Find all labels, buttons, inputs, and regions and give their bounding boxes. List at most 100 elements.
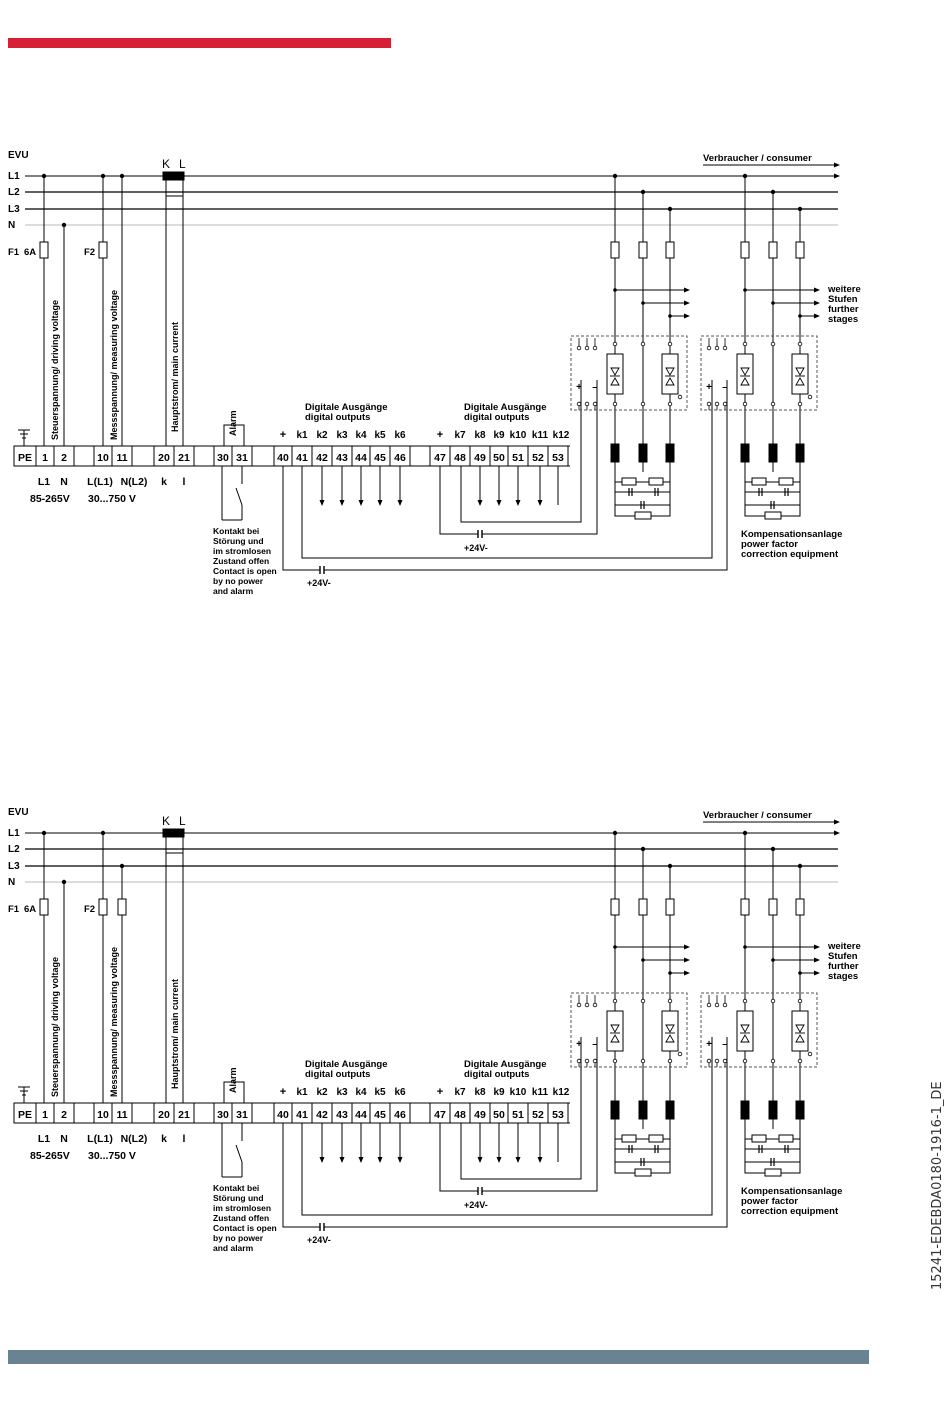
- further-stages-line: weitere: [827, 941, 861, 952]
- line-label-L1: L1: [8, 171, 20, 182]
- unit-resistor: [621, 477, 637, 486]
- terminal-label: 42: [316, 452, 328, 464]
- output-k9: k9: [493, 1087, 505, 1098]
- terminal-21: [173, 445, 195, 467]
- terminal-label: 51: [512, 1109, 524, 1121]
- terminal-label: 30: [217, 452, 229, 464]
- fuse1-rating: 6A: [24, 904, 36, 915]
- terminal-label: 52: [532, 452, 544, 464]
- unit-reactor: [740, 1100, 750, 1120]
- output-k9: k9: [493, 430, 505, 441]
- fuse2-label: F2: [84, 247, 95, 258]
- equipment-line: correction equipment: [741, 1206, 839, 1217]
- thyristor-switch: [736, 1010, 754, 1052]
- driving-voltage-label: Steuerspannung/ driving voltage: [50, 300, 60, 440]
- unit-plus: +: [706, 382, 712, 393]
- contact-note-line: Contact is open: [213, 566, 277, 576]
- digital-title-b: Digitale Ausgänge: [464, 1059, 547, 1070]
- terminal-11: [111, 445, 133, 467]
- terminal-label: 47: [434, 452, 446, 464]
- compensation-unit-2: +–: [700, 173, 820, 520]
- ct-l-label: L: [179, 157, 186, 171]
- terminal-label: 10: [97, 452, 109, 464]
- terminal-2: [53, 445, 75, 467]
- output-k5: k5: [374, 430, 386, 441]
- output-k7: k7: [454, 1087, 466, 1098]
- terminal-label: 20: [158, 452, 170, 464]
- terminal-label: 11: [116, 1109, 127, 1121]
- unit-reactor: [665, 443, 675, 463]
- fuse-f2: [98, 241, 108, 259]
- terminal-label: PE: [18, 452, 32, 464]
- unit-fuse: [638, 898, 648, 916]
- unit-reactor: [638, 1100, 648, 1120]
- output-k12: k12: [553, 1087, 570, 1098]
- current-transformer: [162, 171, 185, 181]
- terminal-label: 43: [336, 1109, 348, 1121]
- unit-fuse: [610, 898, 620, 916]
- terminal-label: 45: [374, 1109, 386, 1121]
- plus-a: +: [280, 429, 286, 441]
- v24-label-a: +24V-: [307, 578, 331, 588]
- unit-enclosure: [570, 992, 688, 1068]
- unit-minus: –: [592, 382, 598, 393]
- unit-reactor: [768, 443, 778, 463]
- compensation-unit-1: +–: [570, 830, 690, 1177]
- unit-fuse: [665, 241, 675, 259]
- terminal-label: 49: [474, 452, 486, 464]
- terminal-label: 51: [512, 452, 524, 464]
- output-k10: k10: [510, 430, 527, 441]
- terminal-label: 21: [178, 452, 190, 464]
- document-id: 15241-EDEBDA0180-1916-1_DE: [930, 1081, 945, 1290]
- terminal-label: 50: [493, 452, 505, 464]
- unit-resistor: [778, 1134, 794, 1143]
- driving-range: 85-265V: [30, 1150, 70, 1162]
- digital-subtitle-b: digital outputs: [464, 1069, 529, 1080]
- measuring-range: 30...750 V: [88, 493, 136, 505]
- line-label-L2: L2: [8, 844, 20, 855]
- sub-ll1: L(L1): [87, 1133, 113, 1145]
- terminal-label: 45: [374, 452, 386, 464]
- terminal-label: 53: [552, 452, 564, 464]
- output-k4: k4: [355, 1087, 367, 1098]
- unit-resistor: [778, 477, 794, 486]
- terminal-label: 47: [434, 1109, 446, 1121]
- unit-minus: –: [722, 1039, 728, 1050]
- unit-fuse: [740, 241, 750, 259]
- ct-k-label: K: [162, 814, 170, 828]
- output-k3: k3: [336, 430, 348, 441]
- equipment-line: power factor: [741, 539, 798, 550]
- contact-note-line: Kontakt bei: [213, 1183, 259, 1193]
- fuse-f2b: [117, 898, 127, 916]
- compensation-unit-2: +–: [700, 830, 820, 1177]
- fuse2-label: F2: [84, 904, 95, 915]
- output-k1: k1: [296, 1087, 308, 1098]
- unit-reactor: [768, 1100, 778, 1120]
- digital-subtitle-a: digital outputs: [305, 1069, 370, 1080]
- terminal-label: 20: [158, 1109, 170, 1121]
- line-label-L3: L3: [8, 861, 20, 872]
- terminal-label: 30: [217, 1109, 229, 1121]
- terminal-label: 50: [493, 1109, 505, 1121]
- unit-fuse: [768, 241, 778, 259]
- output-k7: k7: [454, 430, 466, 441]
- terminal-21: [173, 1102, 195, 1124]
- terminal-label: 46: [394, 452, 406, 464]
- sub-k: k: [161, 1133, 167, 1145]
- unit-resistor: [648, 477, 664, 486]
- further-stages-line: stages: [828, 314, 858, 325]
- terminal-label: 52: [532, 1109, 544, 1121]
- line-label-N: N: [8, 877, 15, 888]
- alarm-label: Alarm: [228, 1067, 238, 1093]
- line-label-L3: L3: [8, 204, 20, 215]
- equipment-line: correction equipment: [741, 549, 839, 560]
- digital-title-a: Digitale Ausgänge: [305, 402, 388, 413]
- unit-reactor: [610, 1100, 620, 1120]
- terminal-label: 2: [61, 1109, 67, 1121]
- sub-i: l: [183, 1133, 186, 1145]
- digital-subtitle-b: digital outputs: [464, 412, 529, 423]
- alarm-label: Alarm: [228, 410, 238, 436]
- unit-plus: +: [706, 1039, 712, 1050]
- consumer-label: Verbraucher / consumer: [703, 153, 812, 164]
- unit-resistor: [764, 511, 782, 520]
